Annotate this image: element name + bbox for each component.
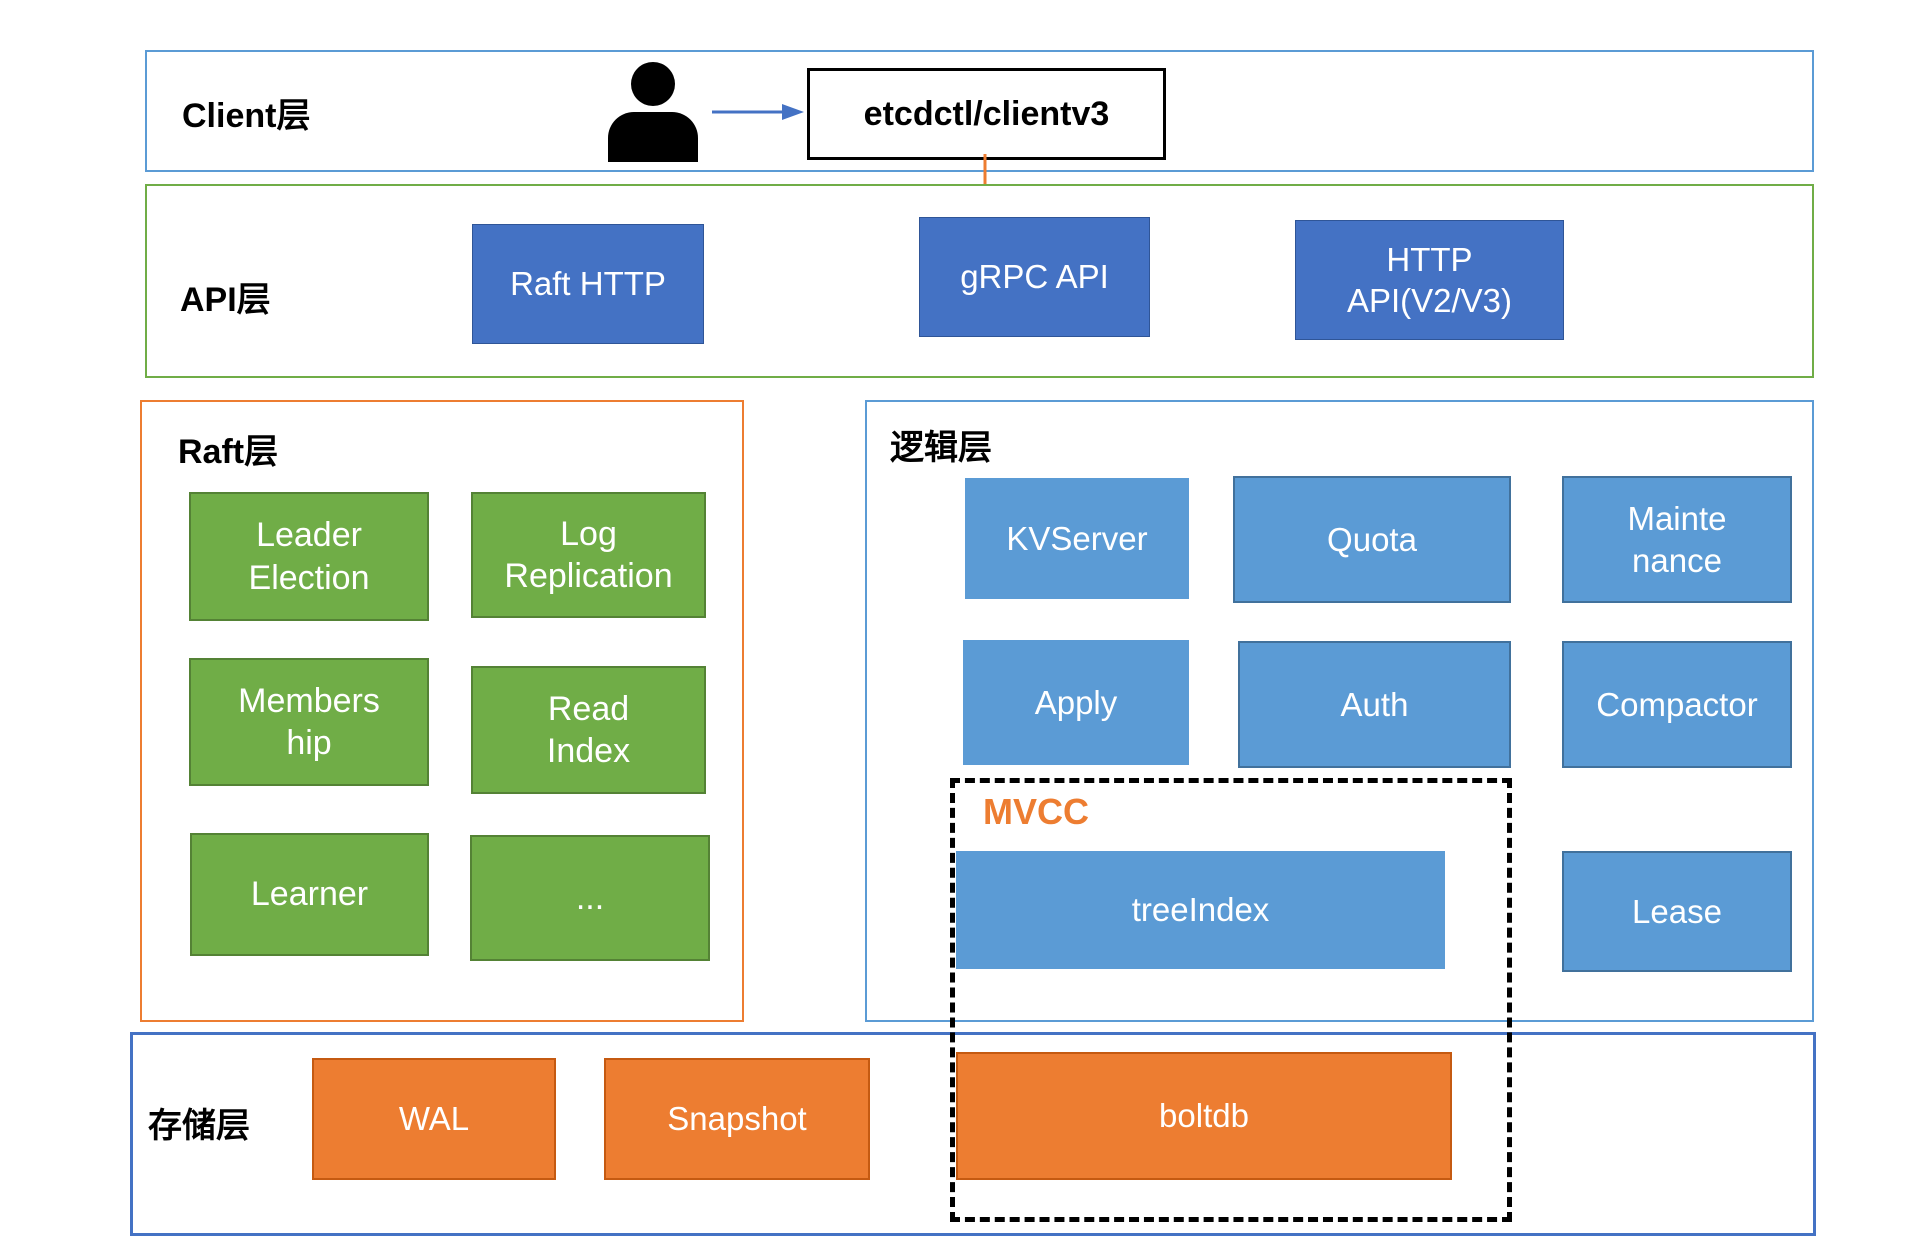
user-icon-body	[608, 112, 698, 162]
log-replication-box: Log Replication	[471, 492, 706, 618]
etcdctl-clientv3-box: etcdctl/clientv3	[807, 68, 1166, 160]
client-to-etcdctl-arrow-icon	[712, 104, 804, 120]
membership-box: Members hip	[189, 658, 429, 786]
mvcc-label: MVCC	[983, 791, 1089, 832]
maintenance-box: Mainte nance	[1562, 476, 1792, 603]
user-icon	[608, 62, 698, 162]
api-layer-label: API层	[180, 281, 271, 319]
compactor-box: Compactor	[1562, 641, 1792, 768]
user-icon-head	[631, 62, 675, 106]
apply-box: Apply	[963, 640, 1189, 765]
quota-box: Quota	[1233, 476, 1511, 603]
grpc-api-box: gRPC API	[919, 217, 1150, 337]
kvserver-box: KVServer	[965, 478, 1189, 599]
treeindex-box: treeIndex	[956, 851, 1445, 969]
storage-layer-label: 存储层	[148, 1107, 250, 1145]
read-index-box: Read Index	[471, 666, 706, 794]
learner-box: Learner	[190, 833, 429, 956]
raft-layer-label: Raft层	[178, 433, 279, 471]
raft-http-box: Raft HTTP	[472, 224, 704, 344]
snapshot-box: Snapshot	[604, 1058, 870, 1180]
raft-more-box: ...	[470, 835, 710, 961]
boltdb-box: boltdb	[956, 1052, 1452, 1180]
leader-election-box: Leader Election	[189, 492, 429, 621]
http-api-box: HTTP API(V2/V3)	[1295, 220, 1564, 340]
lease-box: Lease	[1562, 851, 1792, 972]
logic-layer-label: 逻辑层	[890, 429, 992, 467]
wal-box: WAL	[312, 1058, 556, 1180]
client-layer-label: Client层	[182, 97, 311, 135]
mvcc-dashed-region: MVCC	[950, 778, 1512, 1222]
auth-box: Auth	[1238, 641, 1511, 768]
